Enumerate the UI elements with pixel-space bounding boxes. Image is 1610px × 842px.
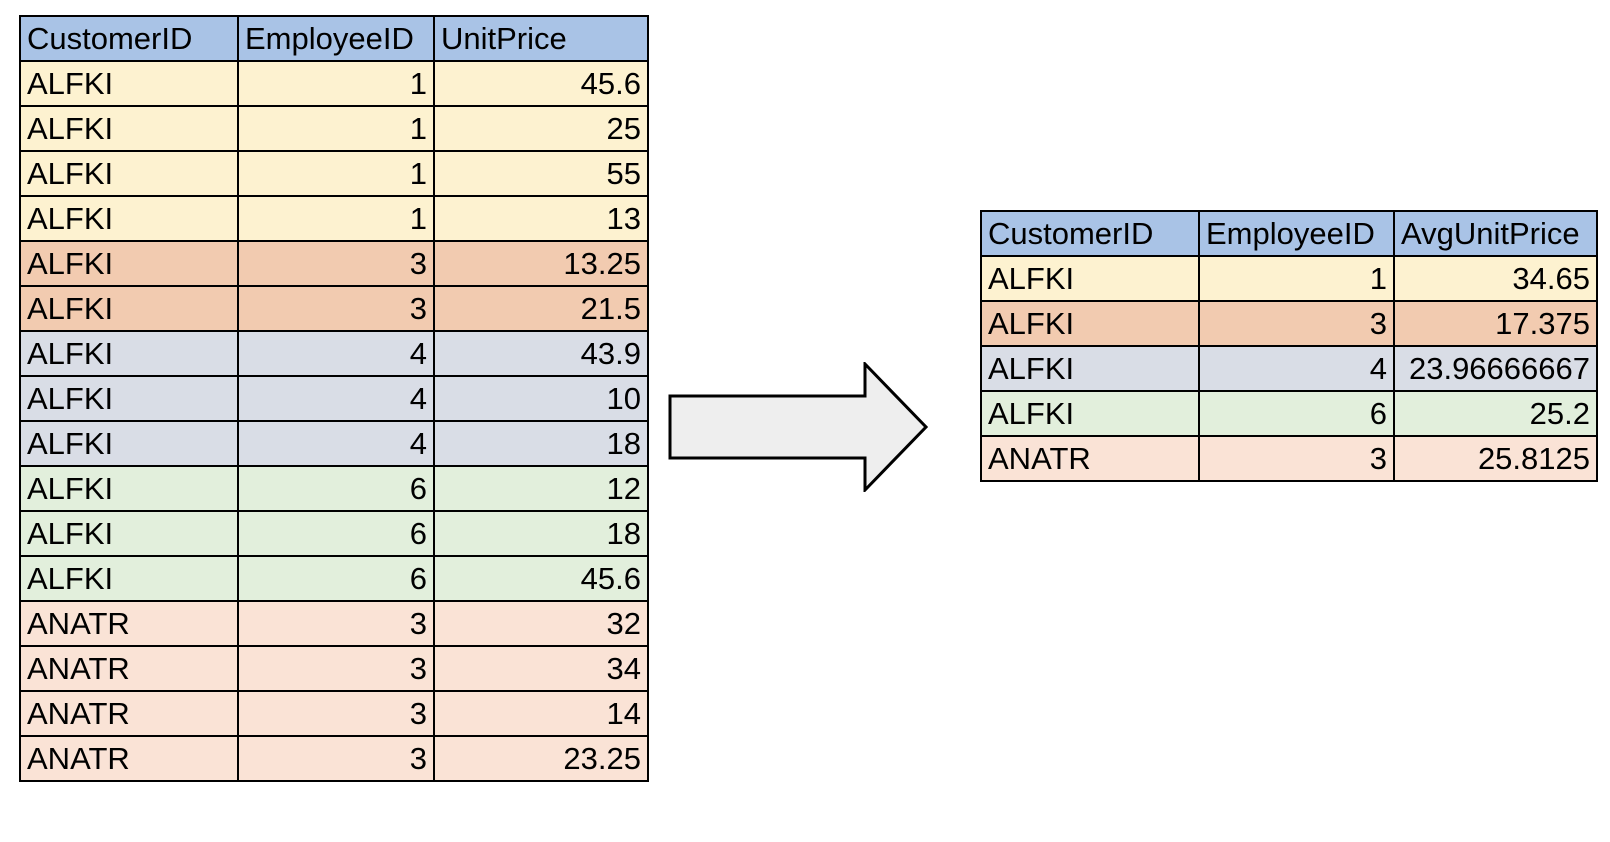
source-value-cell: 45.6 xyxy=(433,60,649,107)
source-employeeid-cell: 4 xyxy=(237,375,435,422)
source-value-cell: 21.5 xyxy=(433,285,649,332)
source-customerid-cell: ALFKI xyxy=(19,420,239,467)
right-arrow-icon xyxy=(668,362,928,492)
result-customerid-cell: ALFKI xyxy=(980,390,1200,437)
source-customerid-cell: ALFKI xyxy=(19,285,239,332)
source-customerid-cell: ALFKI xyxy=(19,555,239,602)
source-customerid-cell: ALFKI xyxy=(19,195,239,242)
source-employeeid-cell: 6 xyxy=(237,555,435,602)
source-employeeid-cell: 1 xyxy=(237,105,435,152)
source-customerid-cell: ALFKI xyxy=(19,375,239,422)
source-customerid-cell: ALFKI xyxy=(19,330,239,377)
result-header-employeeid: EmployeeID xyxy=(1198,210,1395,257)
source-employeeid-cell: 4 xyxy=(237,330,435,377)
source-employeeid-cell: 3 xyxy=(237,690,435,737)
source-header-customerid: CustomerID xyxy=(19,15,239,62)
result-header-row: CustomerID EmployeeID AvgUnitPrice xyxy=(980,210,1598,257)
source-employeeid-cell: 3 xyxy=(237,645,435,692)
source-value-cell: 45.6 xyxy=(433,555,649,602)
source-employeeid-cell: 3 xyxy=(237,240,435,287)
result-value-cell: 17.375 xyxy=(1393,300,1598,347)
source-value-cell: 34 xyxy=(433,645,649,692)
source-value-cell: 25 xyxy=(433,105,649,152)
result-employeeid-cell: 4 xyxy=(1198,345,1395,392)
source-value-cell: 14 xyxy=(433,690,649,737)
source-value-cell: 13 xyxy=(433,195,649,242)
source-value-cell: 43.9 xyxy=(433,330,649,377)
source-employeeid-cell: 1 xyxy=(237,60,435,107)
source-customerid-cell: ALFKI xyxy=(19,60,239,107)
source-employeeid-cell: 6 xyxy=(237,465,435,512)
source-employeeid-cell: 1 xyxy=(237,195,435,242)
source-customerid-cell: ANATR xyxy=(19,645,239,692)
source-value-cell: 18 xyxy=(433,510,649,557)
source-customerid-cell: ALFKI xyxy=(19,150,239,197)
source-value-cell: 55 xyxy=(433,150,649,197)
source-employeeid-cell: 1 xyxy=(237,150,435,197)
result-table: CustomerID EmployeeID AvgUnitPrice ALFKI… xyxy=(980,210,1598,482)
source-customerid-cell: ANATR xyxy=(19,600,239,647)
result-value-cell: 25.2 xyxy=(1393,390,1598,437)
result-customerid-cell: ALFKI xyxy=(980,300,1200,347)
source-employeeid-cell: 6 xyxy=(237,510,435,557)
result-customerid-cell: ANATR xyxy=(980,435,1200,482)
source-employeeid-cell: 3 xyxy=(237,600,435,647)
source-customerid-cell: ANATR xyxy=(19,690,239,737)
source-header-unitprice: UnitPrice xyxy=(433,15,649,62)
source-value-cell: 23.25 xyxy=(433,735,649,782)
result-value-cell: 34.65 xyxy=(1393,255,1598,302)
source-customerid-cell: ALFKI xyxy=(19,105,239,152)
source-header-row: CustomerID EmployeeID UnitPrice xyxy=(19,15,649,62)
result-header-customerid: CustomerID xyxy=(980,210,1200,257)
source-customerid-cell: ALFKI xyxy=(19,510,239,557)
result-employeeid-cell: 3 xyxy=(1198,300,1395,347)
source-value-cell: 18 xyxy=(433,420,649,467)
result-customerid-cell: ALFKI xyxy=(980,255,1200,302)
source-employeeid-cell: 3 xyxy=(237,735,435,782)
source-header-employeeid: EmployeeID xyxy=(237,15,435,62)
source-employeeid-cell: 3 xyxy=(237,285,435,332)
source-value-cell: 13.25 xyxy=(433,240,649,287)
source-value-cell: 10 xyxy=(433,375,649,422)
source-customerid-cell: ALFKI xyxy=(19,240,239,287)
source-customerid-cell: ANATR xyxy=(19,735,239,782)
result-employeeid-cell: 3 xyxy=(1198,435,1395,482)
result-employeeid-cell: 6 xyxy=(1198,390,1395,437)
result-employeeid-cell: 1 xyxy=(1198,255,1395,302)
source-value-cell: 32 xyxy=(433,600,649,647)
result-customerid-cell: ALFKI xyxy=(980,345,1200,392)
source-value-cell: 12 xyxy=(433,465,649,512)
result-value-cell: 23.96666667 xyxy=(1393,345,1598,392)
result-value-cell: 25.8125 xyxy=(1393,435,1598,482)
result-header-avgunitprice: AvgUnitPrice xyxy=(1393,210,1598,257)
source-employeeid-cell: 4 xyxy=(237,420,435,467)
source-customerid-cell: ALFKI xyxy=(19,465,239,512)
